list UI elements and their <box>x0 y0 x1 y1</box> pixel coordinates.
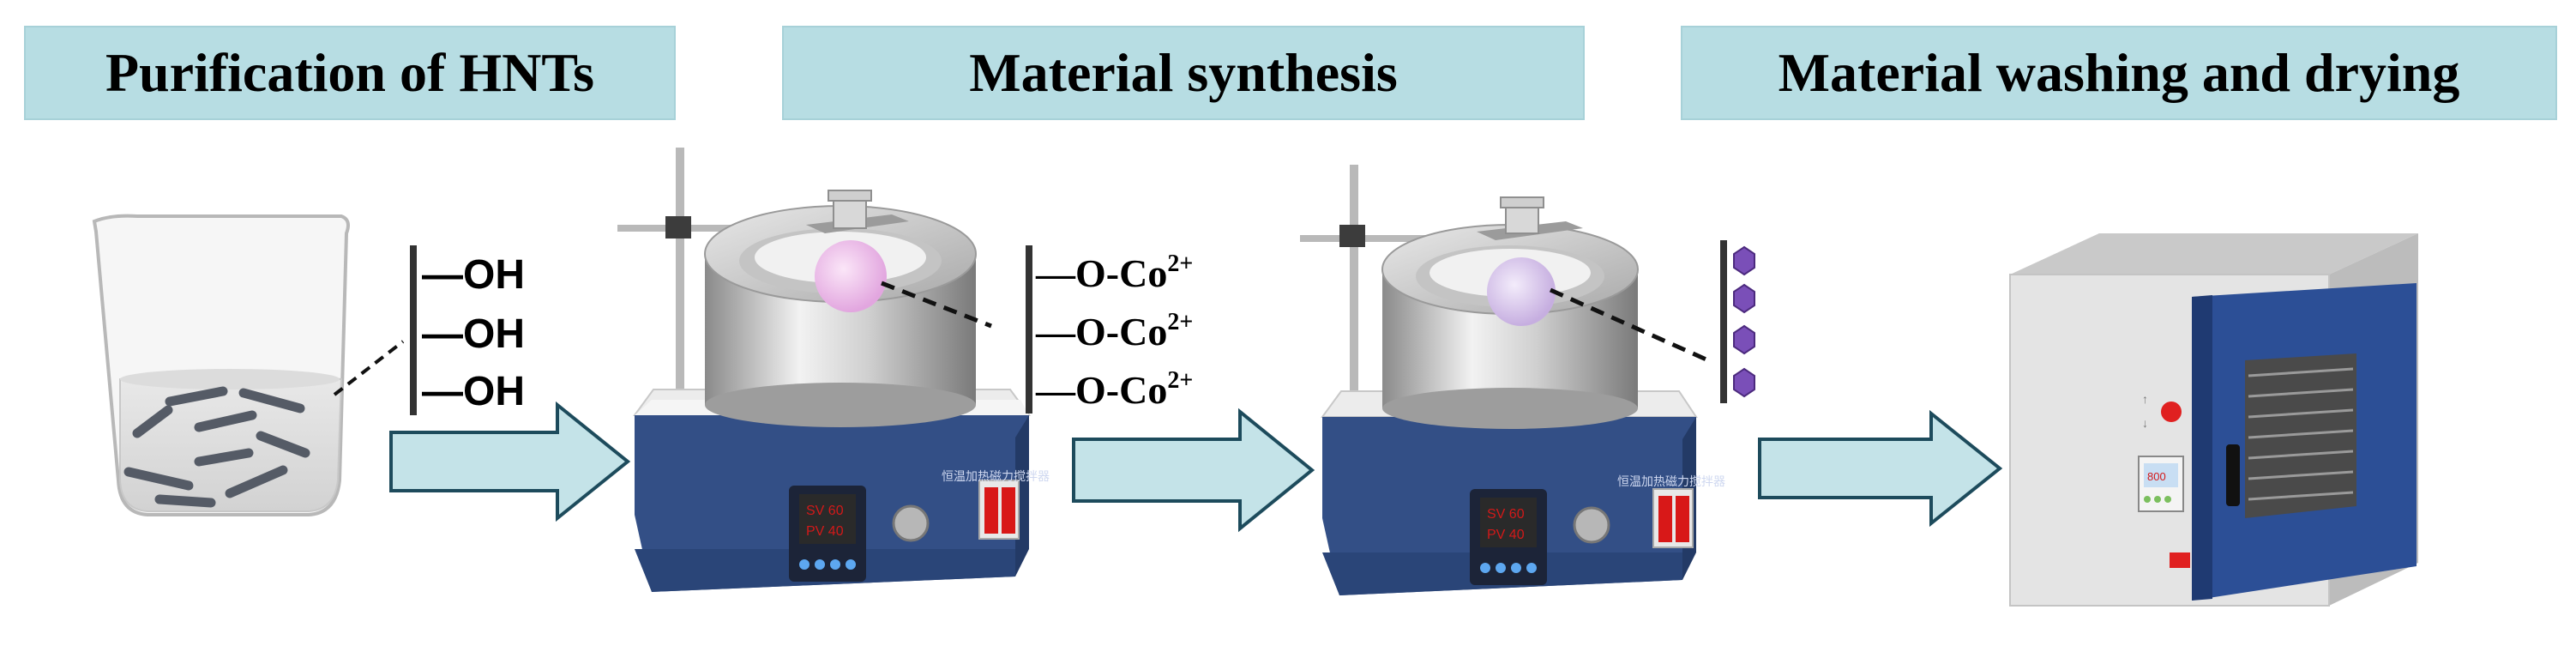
oven-display: 800 <box>2147 470 2166 483</box>
cobalt-loaded-surface: —O-Co2+ —O-Co2+ —O-Co2+ <box>1026 245 1193 414</box>
cobalt-label-2: —O-Co2+ <box>1035 309 1193 353</box>
hydroxyl-label-1: —OH <box>422 252 525 298</box>
halloysite-nanotubes <box>123 386 310 508</box>
cobalt-particle-3 <box>1733 324 1755 355</box>
hydroxyl-label-3: —OH <box>422 369 525 414</box>
stirrer-2-label: 恒温加热磁力搅拌器 <box>1617 474 1725 488</box>
cobalt-particle-1 <box>1733 245 1755 276</box>
cobalt-particle-surface <box>1720 240 1755 403</box>
cobalt-particle-4 <box>1733 367 1755 398</box>
beaker <box>92 214 350 516</box>
svg-text:↓: ↓ <box>2142 416 2148 430</box>
cobalt-label-1: —O-Co2+ <box>1035 251 1193 295</box>
stirrer-2-pv: PV 40 <box>1487 528 1525 542</box>
magnetic-stirrer-1: SV 60 PV 40 恒温加热磁力搅拌器 <box>617 148 1050 592</box>
stirrer-2-zoom-line <box>1549 287 1710 363</box>
stirrer-1-label: 恒温加热磁力搅拌器 <box>942 469 1050 483</box>
cobalt-label-3: —O-Co2+ <box>1035 367 1193 412</box>
oven-switch <box>2170 552 2190 568</box>
stage-title-purification: Purification of HNTs <box>24 26 676 120</box>
stirrer-1-zoom-line <box>881 281 992 329</box>
cobalt-particle-2 <box>1733 283 1755 314</box>
stirrer-1-pv: PV 40 <box>806 524 844 539</box>
hnt-surface: —OH —OH —OH <box>410 245 525 415</box>
stage-title-synthesis: Material synthesis <box>782 26 1585 120</box>
drying-oven: ↑ ↓ 800 <box>2009 233 2418 607</box>
stage-title-washing-drying: Material washing and drying <box>1681 26 2557 120</box>
hydroxyl-label-2: —OH <box>422 311 525 357</box>
process-arrow-1 <box>389 401 631 522</box>
process-arrow-2 <box>1072 408 1315 533</box>
process-arrow-3 <box>1758 409 2003 528</box>
oven-power-light <box>2161 401 2182 422</box>
oven-handle <box>2226 444 2240 506</box>
svg-text:↑: ↑ <box>2142 392 2148 406</box>
stirrer-2-sv: SV 60 <box>1487 507 1525 522</box>
beaker-zoom-line <box>333 340 405 396</box>
magnetic-stirrer-2: SV 60 PV 40 恒温加热磁力搅拌器 <box>1300 165 1725 595</box>
stirrer-1-sv: SV 60 <box>806 504 844 518</box>
